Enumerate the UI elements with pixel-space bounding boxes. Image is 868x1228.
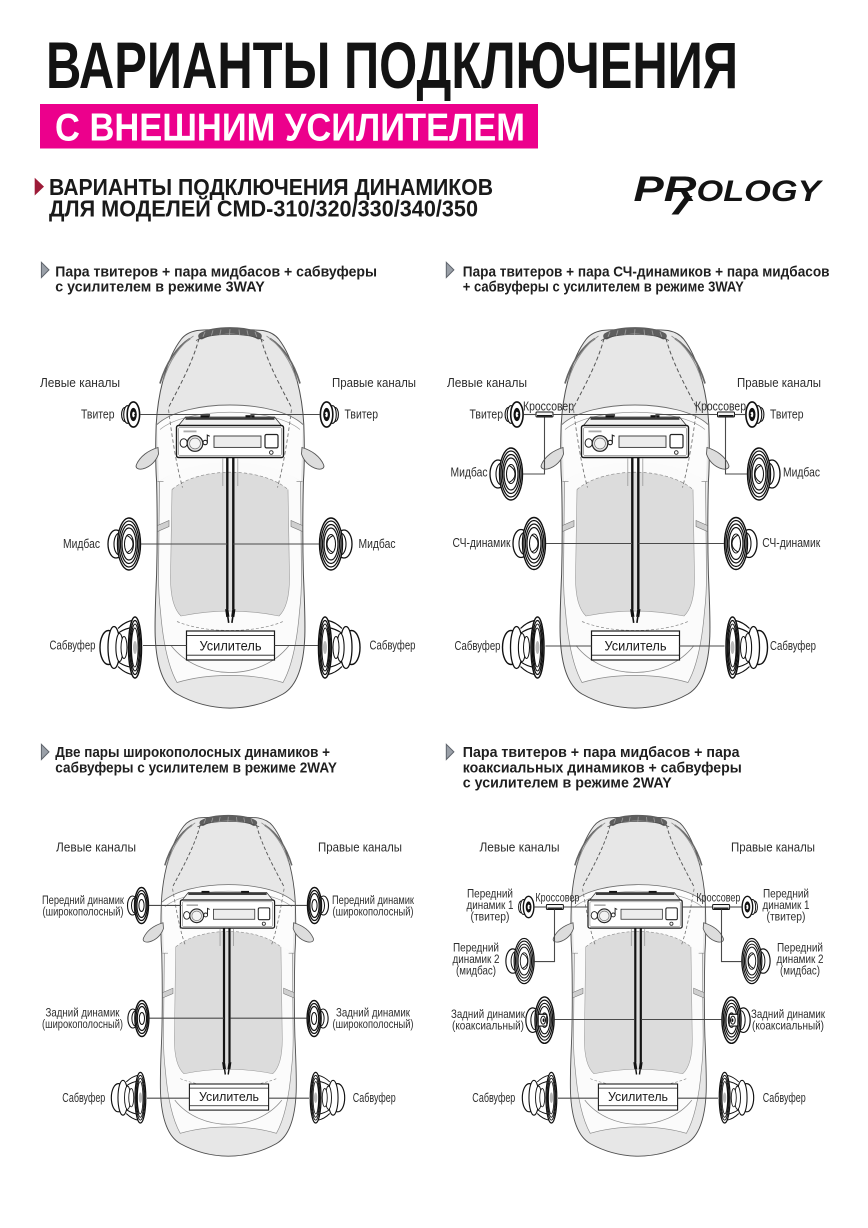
svg-text:Усилитель: Усилитель	[200, 639, 262, 654]
svg-text:(коаксиальный): (коаксиальный)	[452, 1018, 524, 1032]
svg-text:Задний динамик: Задний динамик	[451, 1007, 525, 1021]
svg-text:Кроссовер: Кроссовер	[523, 398, 574, 413]
svg-text:Передний: Передний	[763, 887, 809, 901]
svg-text:Правые каналы: Правые каналы	[332, 375, 416, 390]
svg-text:Левые каналы: Левые каналы	[56, 840, 136, 855]
svg-text:(широкополосный): (широкополосный)	[43, 904, 124, 918]
svg-text:с усилителем в режиме 3WAY: с усилителем в режиме 3WAY	[55, 279, 264, 296]
svg-text:ВАРИАНТЫ ПОДКЛЮЧЕНИЯ ДИНАМИКОВ: ВАРИАНТЫ ПОДКЛЮЧЕНИЯ ДИНАМИКОВ	[49, 174, 493, 200]
svg-text:динамик 1: динамик 1	[467, 898, 514, 912]
svg-text:Сабвуфер: Сабвуфер	[353, 1090, 396, 1105]
svg-text:(коаксиальный): (коаксиальный)	[752, 1018, 824, 1032]
svg-text:С ВНЕШНИМ УСИЛИТЕЛЕМ: С ВНЕШНИМ УСИЛИТЕЛЕМ	[55, 107, 525, 150]
svg-text:сабвуферы с усилителем в режим: сабвуферы с усилителем в режиме 2WAY	[55, 759, 337, 776]
svg-text:(широкополосный): (широкополосный)	[333, 1017, 414, 1031]
svg-text:с усилителем в режиме 2WAY: с усилителем в режиме 2WAY	[463, 775, 672, 792]
svg-text:динамик 1: динамик 1	[763, 898, 810, 912]
svg-text:Левые каналы: Левые каналы	[40, 375, 120, 390]
svg-text:Твитер: Твитер	[345, 407, 379, 422]
svg-text:Правые каналы: Правые каналы	[737, 375, 821, 390]
svg-text:Пара твитеров + пара мидбасов: Пара твитеров + пара мидбасов + пара	[463, 744, 740, 761]
svg-text:ДЛЯ МОДЕЛЕЙ CMD-310/320/330/34: ДЛЯ МОДЕЛЕЙ CMD-310/320/330/340/350	[49, 195, 478, 222]
svg-text:(твитер): (твитер)	[767, 910, 806, 924]
svg-text:Мидбас: Мидбас	[451, 465, 488, 480]
svg-text:Сабвуфер: Сабвуфер	[763, 1090, 806, 1105]
svg-text:(твитер): (твитер)	[471, 910, 510, 924]
svg-text:Сабвуфер: Сабвуфер	[370, 638, 416, 653]
svg-text:Усилитель: Усилитель	[199, 1089, 259, 1104]
svg-text:Пара твитеров + пара мидбасов: Пара твитеров + пара мидбасов + сабвуфер…	[55, 263, 377, 280]
svg-text:(широкополосный): (широкополосный)	[42, 1017, 123, 1031]
svg-text:ВАРИАНТЫ ПОДКЛЮЧЕНИЯ: ВАРИАНТЫ ПОДКЛЮЧЕНИЯ	[46, 28, 738, 102]
svg-text:СЧ-динамик: СЧ-динамик	[453, 535, 511, 550]
svg-text:Передний: Передний	[777, 941, 823, 955]
svg-text:Передний динамик: Передний динамик	[332, 893, 414, 907]
svg-text:Усилитель: Усилитель	[608, 1089, 668, 1104]
svg-text:OLOGY: OLOGY	[697, 175, 824, 208]
svg-text:Сабвуфер: Сабвуфер	[770, 638, 816, 653]
svg-text:(мидбас): (мидбас)	[456, 964, 496, 978]
svg-text:Передний: Передний	[453, 941, 499, 955]
svg-text:(широкополосный): (широкополосный)	[333, 904, 414, 918]
svg-text:Мидбас: Мидбас	[359, 536, 396, 551]
svg-text:Сабвуфер: Сабвуфер	[50, 638, 96, 653]
svg-text:Задний динамик: Задний динамик	[751, 1007, 825, 1021]
svg-text:Мидбас: Мидбас	[783, 465, 820, 480]
svg-text:Две пары широкополосных динами: Две пары широкополосных динамиков +	[55, 744, 330, 761]
svg-text:Левые каналы: Левые каналы	[480, 840, 560, 855]
svg-text:Кроссовер: Кроссовер	[535, 891, 579, 905]
svg-text:Сабвуфер: Сабвуфер	[62, 1090, 105, 1105]
svg-text:Кроссовер: Кроссовер	[695, 398, 746, 413]
svg-text:Кроссовер: Кроссовер	[696, 891, 740, 905]
svg-text:динамик 2: динамик 2	[453, 952, 500, 966]
svg-text:СЧ-динамик: СЧ-динамик	[762, 535, 820, 550]
svg-text:Задний динамик: Задний динамик	[336, 1006, 410, 1020]
svg-text:Сабвуфер: Сабвуфер	[455, 638, 501, 653]
svg-text:(мидбас): (мидбас)	[780, 964, 820, 978]
svg-text:Усилитель: Усилитель	[605, 639, 667, 654]
svg-text:Правые каналы: Правые каналы	[318, 840, 402, 855]
svg-text:+ сабвуферы с усилителем в реж: + сабвуферы с усилителем в режиме 3WAY	[463, 279, 744, 296]
svg-text:Передний динамик: Передний динамик	[42, 893, 124, 907]
svg-text:коаксиальных динамиков + сабву: коаксиальных динамиков + сабвуферы	[463, 759, 742, 776]
svg-text:динамик 2: динамик 2	[777, 952, 824, 966]
svg-text:Пара твитеров + пара СЧ-динами: Пара твитеров + пара СЧ-динамиков + пара…	[463, 263, 830, 280]
svg-text:Правые каналы: Правые каналы	[731, 840, 815, 855]
svg-text:Передний: Передний	[467, 887, 513, 901]
svg-text:Мидбас: Мидбас	[63, 536, 100, 551]
svg-text:Сабвуфер: Сабвуфер	[472, 1090, 515, 1105]
svg-text:Левые каналы: Левые каналы	[447, 375, 527, 390]
svg-text:Задний динамик: Задний динамик	[46, 1006, 120, 1020]
svg-text:Твитер: Твитер	[470, 407, 504, 422]
svg-text:PR: PR	[634, 169, 697, 209]
svg-text:Твитер: Твитер	[81, 407, 115, 422]
svg-text:Твитер: Твитер	[770, 407, 804, 422]
